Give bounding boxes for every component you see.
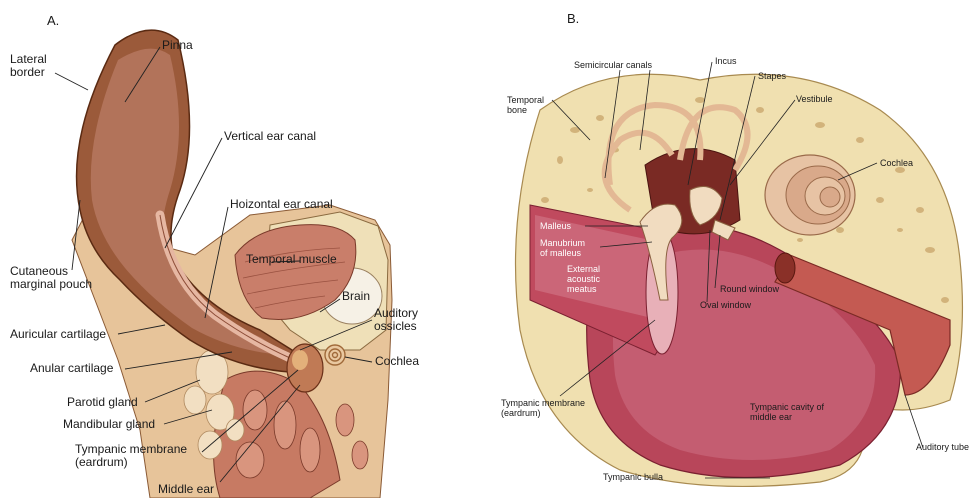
label-temporal-muscle: Temporal muscle <box>246 253 337 266</box>
middle-ear-cavity <box>287 344 323 392</box>
label-mandibular-gland: Mandibular gland <box>63 418 155 431</box>
label-stapes: Stapes <box>758 71 786 81</box>
label-external-acoustic-meatus: External acoustic meatus <box>567 264 600 294</box>
cochlea-shape <box>325 345 345 365</box>
label-brain: Brain <box>342 290 370 303</box>
label-tympanic-cavity: Tympanic cavity of middle ear <box>750 402 824 422</box>
label-parotid-gland: Parotid gland <box>67 396 138 409</box>
panel-a-letter: A. <box>47 13 59 28</box>
label-middle-ear: Middle ear <box>158 483 214 496</box>
label-anular-cartilage: Anular cartilage <box>30 362 113 375</box>
label-tympanic-bulla: Tympanic bulla <box>603 472 663 482</box>
label-vestibule: Vestibule <box>796 94 833 104</box>
label-tympanic-membrane-b: Tympanic membrane (eardrum) <box>501 398 585 418</box>
label-auditory-ossicles: Auditory ossicles <box>374 307 418 334</box>
label-lateral-border: Lateral border <box>10 53 47 80</box>
label-auricular-cartilage: Auricular cartilage <box>10 328 106 341</box>
label-malleus: Malleus <box>540 221 571 231</box>
label-auditory-tube: Auditory tube <box>916 442 969 452</box>
label-temporal-bone: Temporal bone <box>507 95 544 115</box>
label-semicircular-canals: Semicircular canals <box>574 60 652 70</box>
cochlea-shape-b <box>765 155 855 235</box>
label-cutaneous-marginal-pouch: Cutaneous marginal pouch <box>10 265 92 292</box>
label-manubrium-of-malleus: Manubrium of malleus <box>540 238 585 258</box>
label-horizontal-ear-canal: Hoizontal ear canal <box>230 198 333 211</box>
label-oval-window: Oval window <box>700 300 751 310</box>
panel-b-letter: B. <box>567 11 579 26</box>
label-incus: Incus <box>715 56 737 66</box>
label-cochlea-b: Cochlea <box>880 158 913 168</box>
label-cochlea-a: Cochlea <box>375 355 419 368</box>
label-vertical-ear-canal: Vertical ear canal <box>224 130 316 143</box>
label-tympanic-membrane-a: Tympanic membrane (eardrum) <box>75 443 187 470</box>
panel-b-illustration <box>440 0 974 498</box>
label-round-window: Round window <box>720 284 779 294</box>
label-pinna: Pinna <box>162 39 193 52</box>
